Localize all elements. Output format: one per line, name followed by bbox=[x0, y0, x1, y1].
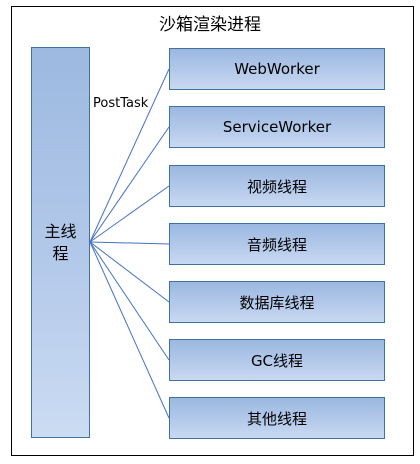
worker-box-database: 数据库线程 bbox=[169, 281, 385, 323]
worker-box-serviceworker: ServiceWorker bbox=[169, 106, 385, 148]
worker-box-video: 视频线程 bbox=[169, 165, 385, 207]
worker-box-webworker: WebWorker bbox=[169, 48, 385, 90]
posttask-label: PostTask bbox=[93, 96, 149, 111]
connector-line bbox=[89, 241, 170, 419]
worker-box-gc: GC线程 bbox=[169, 339, 385, 381]
diagram-title: 沙箱渲染进程 bbox=[159, 15, 261, 35]
worker-box-other: 其他线程 bbox=[169, 397, 385, 439]
connector-line bbox=[89, 241, 170, 303]
connector-line bbox=[89, 241, 170, 361]
connector-line bbox=[89, 126, 170, 243]
worker-box-audio: 音频线程 bbox=[169, 223, 385, 265]
connector-line bbox=[89, 185, 170, 243]
main-thread-label: 主线程 bbox=[44, 221, 77, 263]
connector-line bbox=[89, 68, 170, 243]
connector-line bbox=[89, 241, 170, 245]
main-thread-box: 主线程 bbox=[31, 47, 90, 438]
